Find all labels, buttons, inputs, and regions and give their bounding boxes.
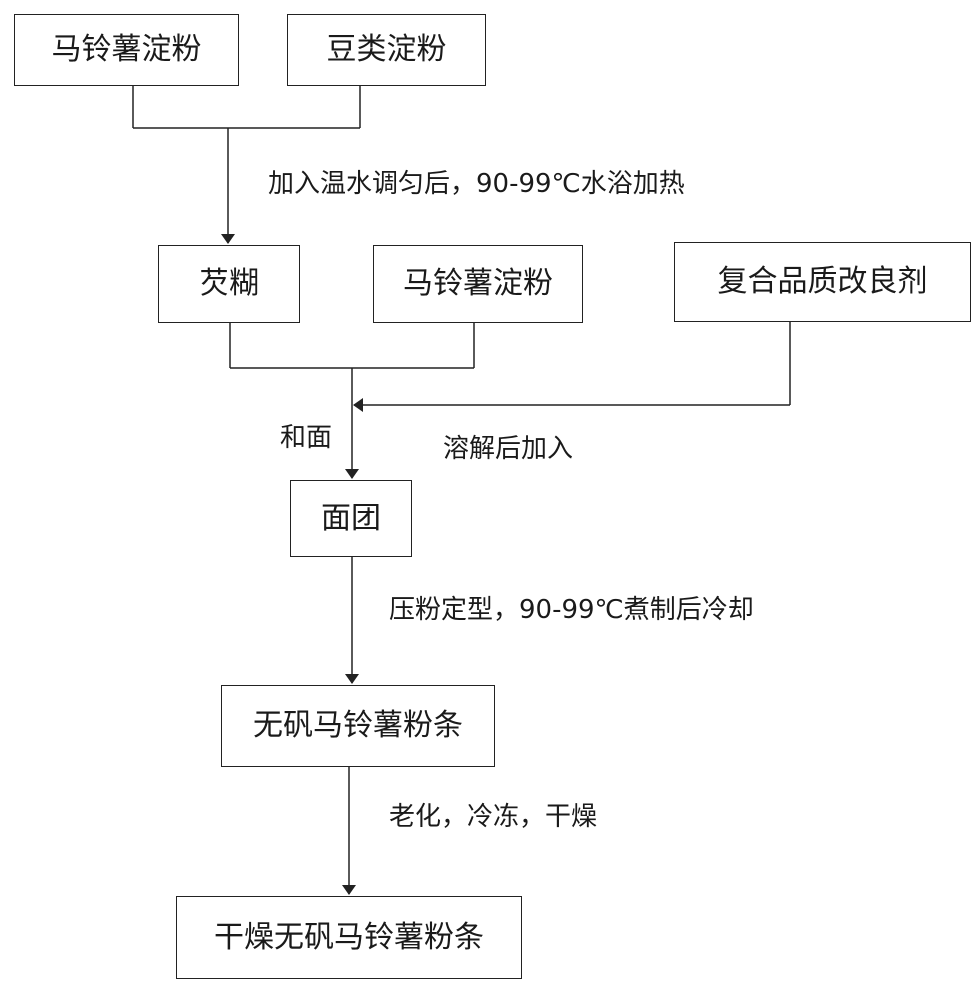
step-warm-water-heat: 加入温水调匀后，90-99℃水浴加热 — [268, 169, 685, 199]
step-press-shape-cook: 压粉定型，90-99℃煮制后冷却 — [389, 595, 754, 625]
box-potato-starch-2: 马铃薯淀粉 — [373, 245, 583, 323]
step-aging-freeze-dry: 老化，冷冻，干燥 — [389, 802, 598, 832]
box-gelatinized-paste: 芡糊 — [158, 245, 300, 323]
box-compound-improver: 复合品质改良剂 — [674, 242, 971, 322]
box-dough: 面团 — [290, 480, 412, 557]
box-bean-starch: 豆类淀粉 — [287, 14, 486, 86]
step-kneading: 和面 — [280, 423, 333, 453]
box-dried-alum-free-noodles: 干燥无矾马铃薯粉条 — [176, 896, 522, 979]
step-dissolve-add: 溶解后加入 — [443, 434, 574, 464]
box-potato-starch-1: 马铃薯淀粉 — [14, 14, 239, 86]
box-alum-free-noodles: 无矾马铃薯粉条 — [221, 685, 495, 767]
